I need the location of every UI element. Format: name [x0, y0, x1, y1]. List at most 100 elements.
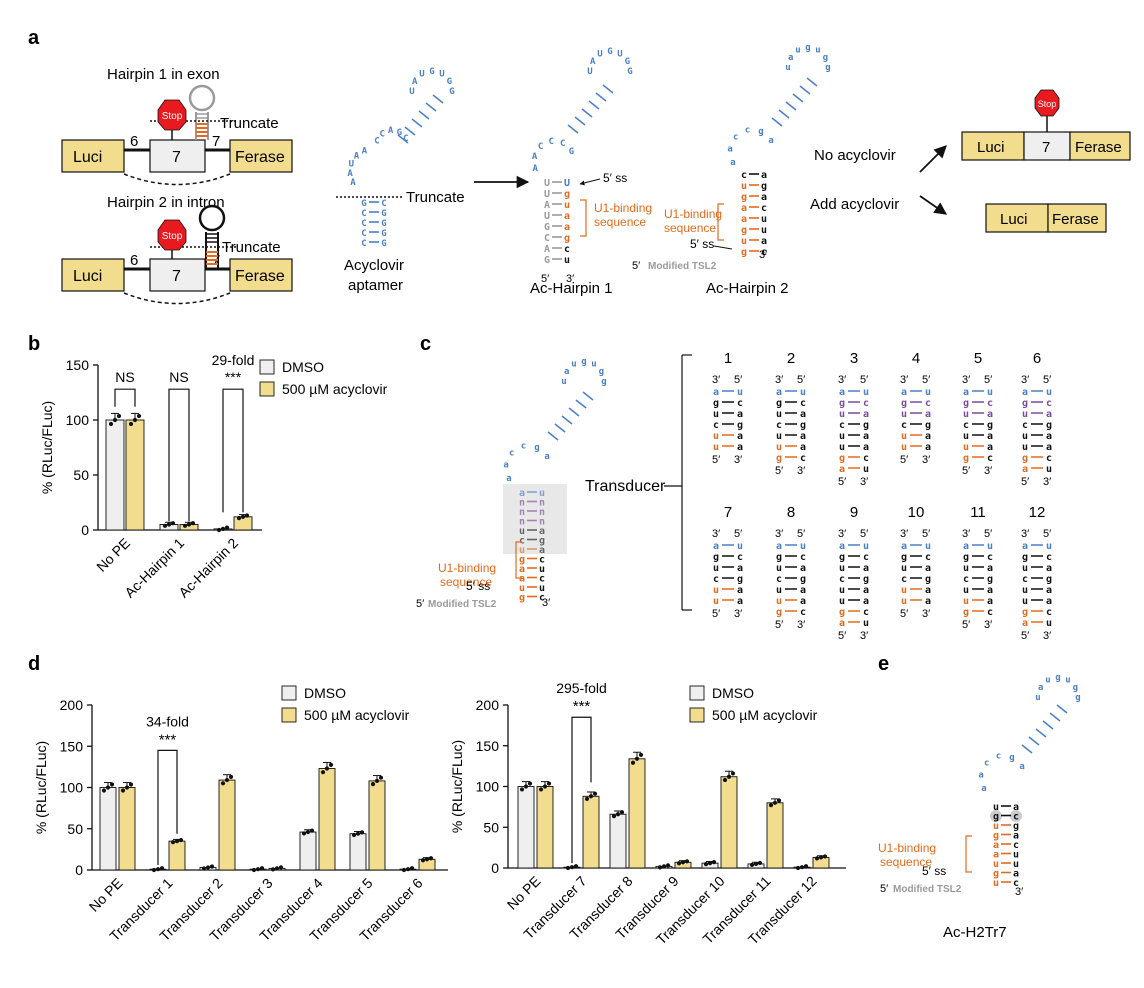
y-tick-label: 0: [81, 522, 89, 538]
outcome-stop-icon: [1034, 89, 1060, 117]
nucleotide: u: [993, 859, 999, 870]
nucleotide: u: [519, 583, 525, 594]
hairpin1-title: Hairpin 1 in exon: [107, 66, 220, 83]
nucleotide: a: [863, 596, 869, 607]
legend-swatch: [259, 381, 275, 397]
nucleotide: u: [1046, 618, 1052, 629]
nucleotide: U: [409, 87, 414, 97]
legend-swatch: [689, 685, 705, 701]
nucleotide: u: [1065, 676, 1070, 686]
nucleotide: n: [539, 517, 545, 528]
aptamer-label-2: aptamer: [348, 277, 403, 294]
nucleotide: U: [564, 178, 570, 189]
three-prime: 3′: [984, 465, 992, 477]
nucleotide: u: [815, 46, 820, 56]
data-point: [638, 752, 644, 757]
nucleotide: u: [761, 214, 767, 225]
data-point: [182, 523, 188, 528]
nucleotide: g: [1009, 753, 1014, 763]
legend-label: 500 µM acyclovir: [304, 707, 410, 723]
legend-swatch: [281, 707, 297, 723]
nucleotide: a: [1038, 683, 1043, 693]
nucleotide: u: [1022, 563, 1028, 574]
ferase-label: Ferase: [235, 149, 285, 166]
panel-label-d: d: [28, 653, 40, 675]
outcome-luci: Luci: [977, 139, 1005, 156]
exon-7-label: 7: [172, 149, 181, 166]
add-acyclovir-label: Add acyclovir: [810, 196, 899, 213]
data-point: [565, 865, 571, 871]
nucleotide: G: [607, 47, 612, 57]
nucleotide: C: [538, 142, 543, 152]
nucleotide: a: [519, 488, 525, 499]
data-point: [128, 782, 134, 787]
ferase-label-2: Ferase: [235, 268, 285, 285]
nucleotide: g: [863, 574, 869, 585]
three-prime: 3′: [797, 619, 805, 631]
legend-label: 500 µM acyclovir: [712, 707, 818, 723]
nucleotide: a: [1022, 541, 1028, 552]
nucleotide: a: [1013, 869, 1019, 880]
significance-bracket: [157, 749, 178, 866]
nucleotide: g: [737, 420, 743, 431]
nucleotide: G: [381, 219, 386, 229]
nucleotide: n: [539, 507, 545, 518]
nucleotide: G: [361, 199, 366, 209]
nucleotide: a: [987, 563, 993, 574]
nucleotide: c: [519, 536, 525, 547]
data-point: [611, 814, 617, 819]
five-prime: 5′: [922, 528, 930, 540]
five-prime: 5′: [1021, 630, 1029, 642]
nucleotide: u: [713, 585, 719, 596]
nucleotide: C: [544, 233, 550, 244]
nucleotide: g: [761, 181, 767, 192]
x-tick-label: No PE: [504, 873, 544, 913]
nucleotide: G: [381, 209, 386, 219]
five-prime: 5′: [775, 465, 783, 477]
five-prime: 5′: [541, 273, 549, 285]
five-prime: 5′: [712, 454, 720, 466]
nucleotide: u: [785, 63, 790, 73]
luci-box: [61, 139, 125, 173]
nucleotide: c: [761, 247, 767, 258]
nucleotide: c: [901, 574, 907, 585]
nucleotide: a: [863, 442, 869, 453]
nucleotide: u: [737, 541, 743, 552]
nucleotide: u: [1022, 431, 1028, 442]
nucleotide: a: [800, 442, 806, 453]
nucleotide: g: [963, 453, 969, 464]
y-tick-label: 200: [476, 697, 500, 713]
legend-label: DMSO: [282, 359, 324, 375]
nucleotide: G: [381, 239, 386, 249]
nucleotide: a: [1046, 563, 1052, 574]
nucleotide: u: [1045, 676, 1050, 686]
nucleotide: a: [800, 409, 806, 420]
nucleotide: a: [901, 541, 907, 552]
data-point: [703, 861, 709, 867]
five-prime: 5′: [1043, 374, 1051, 386]
five-prime: 5′: [838, 476, 846, 488]
nucleotide: u: [1022, 596, 1028, 607]
bar: [299, 831, 317, 871]
nucleotide: u: [863, 541, 869, 552]
nucleotide: A: [590, 57, 596, 67]
data-point: [538, 787, 544, 792]
nucleotide: u: [901, 431, 907, 442]
nucleotide: u: [1046, 464, 1052, 475]
nucleotide: a: [761, 236, 767, 247]
nucleotide: g: [713, 552, 719, 563]
outcome2-ferase-box: [1047, 203, 1107, 233]
three-prime: 3′: [712, 374, 720, 386]
nucleotide: u: [564, 255, 570, 266]
three-prime: 3′: [1043, 476, 1051, 488]
nucleotide: c: [925, 552, 931, 563]
nucleotide: U: [349, 159, 354, 169]
nucleotide: a: [963, 541, 969, 552]
data-point: [124, 785, 130, 790]
data-point: [405, 867, 411, 872]
nucleotide: g: [1046, 420, 1052, 431]
exon-7-label-right: 7: [212, 133, 220, 150]
nucleotide: c: [800, 453, 806, 464]
annotation: 29-fold: [212, 352, 255, 368]
